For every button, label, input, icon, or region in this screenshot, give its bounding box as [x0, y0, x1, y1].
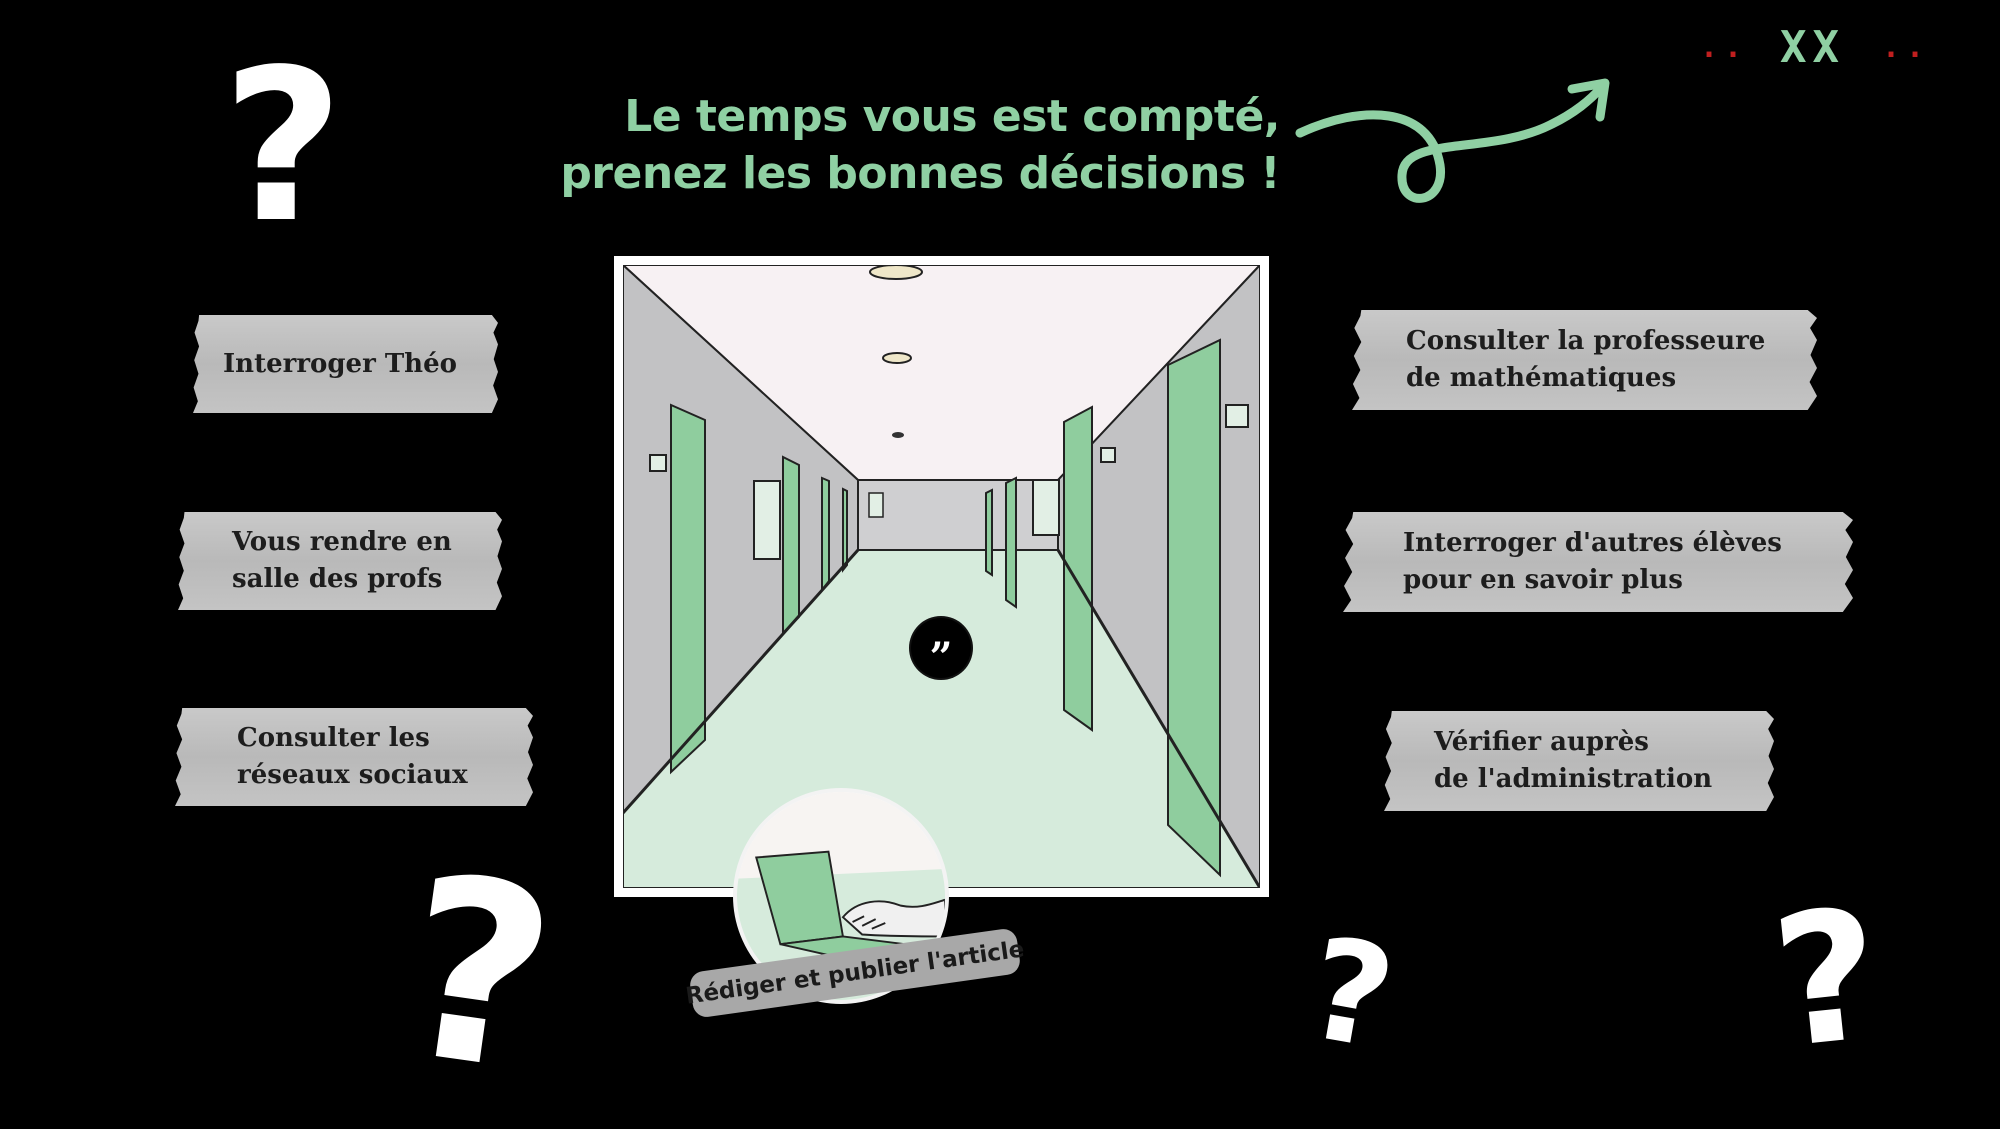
hud-counter: XX	[1780, 22, 1845, 73]
choice-professeure-maths[interactable]: Consulter la professeure de mathématique…	[1352, 310, 1817, 410]
choice-reseaux-sociaux[interactable]: Consulter les réseaux sociaux	[175, 708, 533, 806]
choice-label: Consulter les réseaux sociaux	[237, 723, 468, 790]
hud-right-dots: ..	[1882, 30, 1931, 65]
choice-salle-des-profs[interactable]: Vous rendre en salle des profs	[178, 512, 502, 610]
choice-label: Interroger Théo	[223, 348, 457, 379]
choice-administration[interactable]: Vérifier auprès de l'administration	[1384, 711, 1774, 811]
choice-label: Vous rendre en salle des profs	[232, 527, 452, 594]
choice-label: Interroger d'autres élèves pour en savoi…	[1403, 528, 1782, 595]
title-line-2: prenez les bonnes décisions !	[560, 148, 1280, 199]
question-mark-icon: ?	[1764, 870, 1891, 1089]
question-mark-icon: ?	[222, 24, 344, 269]
page-title: Le temps vous est compté, prenez les bon…	[560, 88, 1280, 202]
curly-arrow-icon	[1295, 78, 1610, 203]
choice-autres-eleves[interactable]: Interroger d'autres élèves pour en savoi…	[1343, 512, 1853, 612]
corridor-illustration	[623, 265, 1260, 888]
question-mark-icon: ?	[385, 820, 570, 1129]
corridor-scene	[614, 256, 1269, 897]
choice-label: Vérifier auprès de l'administration	[1434, 727, 1713, 794]
quote-icon[interactable]: ”	[911, 618, 971, 678]
choice-interroger-theo[interactable]: Interroger Théo	[193, 315, 498, 413]
hud-left-dots: ..	[1700, 30, 1749, 65]
quote-glyph: ”	[929, 634, 953, 681]
title-line-1: Le temps vous est compté,	[624, 91, 1280, 142]
question-mark-icon: ?	[1296, 907, 1405, 1082]
choice-label: Consulter la professeure de mathématique…	[1406, 326, 1766, 393]
